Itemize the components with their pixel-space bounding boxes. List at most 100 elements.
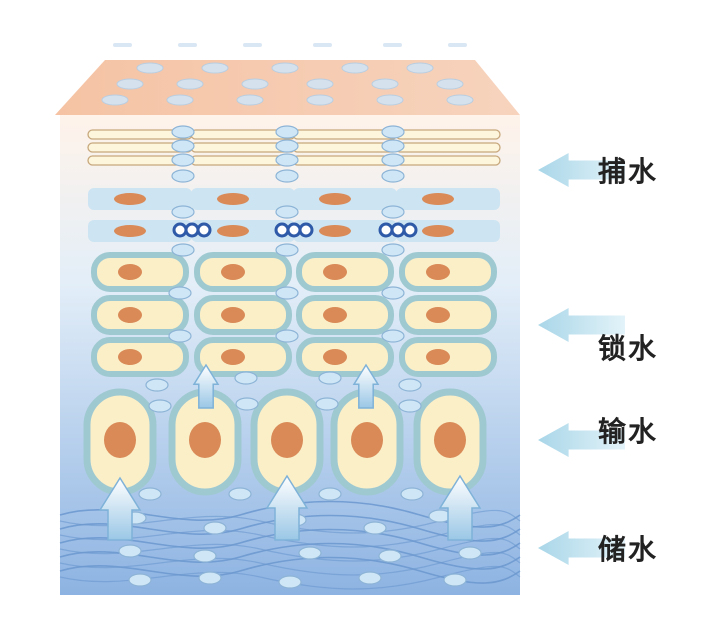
nucleus (118, 349, 142, 365)
water-droplet (275, 329, 299, 343)
surface-droplet (166, 94, 194, 106)
water-droplet (275, 243, 299, 257)
water-droplet (171, 169, 195, 183)
label-transport-water: 输水 (598, 415, 659, 448)
arrow-up-icon (265, 474, 309, 541)
surface-droplet (376, 94, 404, 106)
water-droplet (171, 125, 195, 139)
surface-droplet (341, 62, 369, 74)
surface-droplet (306, 94, 334, 106)
surface-droplet (271, 62, 299, 74)
water-droplet (443, 573, 467, 587)
water-droplet (381, 169, 405, 183)
nucleus (351, 422, 383, 458)
arrow-left-icon (538, 153, 625, 187)
corneum-stripe (395, 155, 501, 166)
surface-droplet (241, 78, 269, 90)
arrow-up-icon (192, 363, 220, 409)
nucleus (118, 307, 142, 323)
water-droplet (168, 286, 192, 300)
nucleus (114, 225, 146, 237)
nucleus (422, 193, 454, 205)
water-droplet (168, 329, 192, 343)
water-droplet (171, 139, 195, 153)
water-droplet (275, 125, 299, 139)
nucleus (221, 349, 245, 365)
nucleus (426, 307, 450, 323)
water-droplet (378, 549, 402, 563)
surface-droplet (101, 94, 129, 106)
nucleus (426, 349, 450, 365)
water-molecule (196, 222, 212, 238)
label-store-water: 储水 (598, 533, 659, 566)
nucleus (323, 307, 347, 323)
water-droplet (171, 243, 195, 257)
water-droplet (318, 487, 342, 501)
collagen-fiber (59, 537, 521, 562)
nucleus (434, 422, 466, 458)
nucleus (426, 264, 450, 280)
surface-droplet (176, 78, 204, 90)
surface-droplet (136, 62, 164, 74)
water-molecule (390, 222, 406, 238)
water-molecule (402, 222, 418, 238)
water-droplet (381, 153, 405, 167)
corneum-stripe (395, 142, 501, 153)
water-droplet (145, 378, 169, 392)
nucleus (319, 193, 351, 205)
water-droplet (171, 153, 195, 167)
label-lock-water: 锁水 (598, 332, 659, 365)
nucleus (319, 225, 351, 237)
water-droplet (193, 549, 217, 563)
water-droplet (278, 575, 302, 589)
nucleus (217, 193, 249, 205)
water-droplet (171, 205, 195, 219)
water-droplet (234, 371, 258, 385)
water-droplet (363, 521, 387, 535)
water-droplet (315, 397, 339, 411)
water-molecule (378, 222, 394, 238)
surface-droplet (201, 62, 229, 74)
water-droplet (148, 399, 172, 413)
flat-cell-rows (88, 188, 500, 242)
water-molecule (172, 222, 188, 238)
water-droplet (228, 487, 252, 501)
water-droplet (235, 397, 259, 411)
nucleus (217, 225, 249, 237)
nucleus (422, 225, 454, 237)
water-molecule-chains (172, 222, 418, 238)
surface-droplet (116, 78, 144, 90)
water-droplet (381, 205, 405, 219)
water-droplet (118, 544, 142, 558)
nucleus (221, 264, 245, 280)
water-droplet (318, 371, 342, 385)
arrow-left-icon (538, 531, 625, 565)
water-droplet (398, 399, 422, 413)
corneum-stripe (292, 142, 398, 153)
side-arrows (538, 153, 625, 565)
water-droplets (118, 125, 482, 589)
water-droplet (275, 169, 299, 183)
surface-droplet (236, 94, 264, 106)
surface-droplets (101, 62, 474, 106)
water-droplet (381, 125, 405, 139)
water-droplet (203, 521, 227, 535)
surface-droplet (406, 62, 434, 74)
collagen-fiber (59, 509, 521, 534)
water-droplet (138, 487, 162, 501)
mid-cell-rows (91, 252, 497, 377)
upward-arrows (98, 363, 482, 541)
water-droplet (381, 329, 405, 343)
corneum-stripe (292, 155, 398, 166)
arrow-left-icon (538, 423, 625, 457)
arrow-left-icon (538, 308, 625, 342)
arrow-up-icon (438, 474, 482, 541)
water-droplet (398, 378, 422, 392)
water-molecule (184, 222, 200, 238)
nucleus (114, 193, 146, 205)
nucleus (221, 307, 245, 323)
arrow-up-icon (98, 476, 142, 541)
water-droplet (458, 546, 482, 560)
